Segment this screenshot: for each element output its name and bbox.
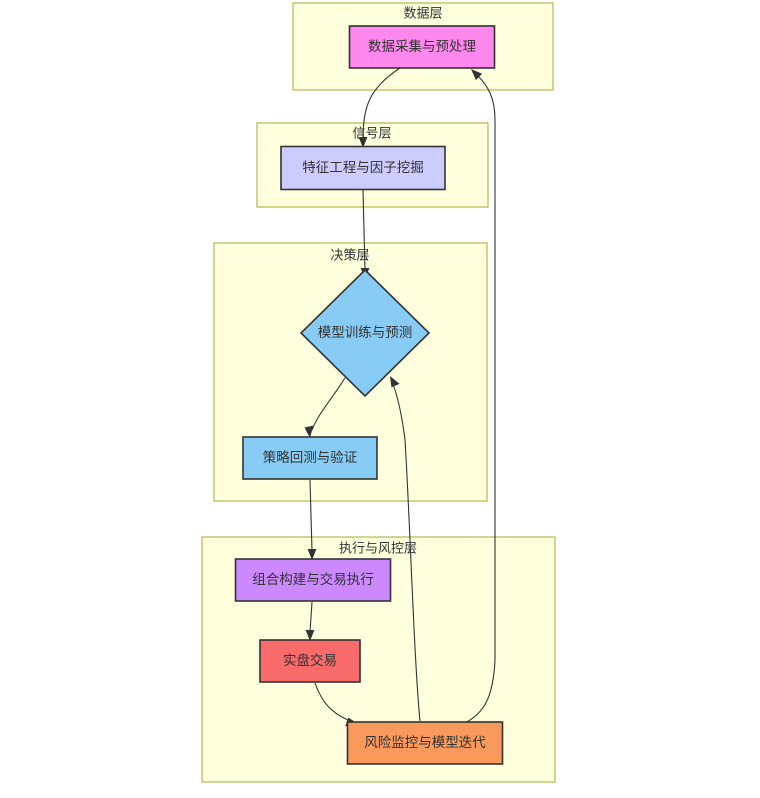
- node-data-collection[interactable]: 数据采集与预处理: [348, 25, 496, 69]
- cluster-execution-layer-label: 执行与风控层: [339, 540, 417, 555]
- edge-risk-monitoring-to-data-collection: [466, 69, 496, 723]
- node-strategy-backtest-shape[interactable]: [242, 436, 378, 480]
- node-feature-engineering-label: 特征工程与因子挖掘: [302, 160, 424, 175]
- node-risk-monitoring-shape[interactable]: [346, 721, 504, 765]
- edge-strategy-backtest-to-portfolio-execution: [307, 479, 317, 560]
- node-live-trading[interactable]: 实盘交易: [259, 639, 361, 683]
- node-risk-monitoring-label: 风险监控与模型迭代: [364, 735, 486, 750]
- edge-model-training-to-strategy-backtest: [304, 377, 346, 438]
- node-data-collection-label: 数据采集与预处理: [368, 39, 476, 54]
- node-model-training[interactable]: 模型训练与预测: [299, 268, 431, 398]
- cluster-data-layer-label: 数据层: [403, 5, 442, 20]
- node-live-trading-label: 实盘交易: [283, 652, 337, 668]
- edge-layer: [304, 67, 496, 727]
- node-portfolio-execution[interactable]: 组合构建与交易执行: [234, 558, 392, 602]
- node-portfolio-execution-shape[interactable]: [234, 558, 392, 602]
- edge-data-collection-to-feature-engineering: [358, 67, 401, 148]
- node-model-training-shape[interactable]: [299, 268, 431, 398]
- cluster-decision-layer-label: 决策层: [330, 247, 369, 262]
- node-model-training-label: 模型训练与预测: [318, 325, 413, 340]
- edge-portfolio-execution-to-live-trading: [305, 601, 315, 641]
- node-layer: 数据采集与预处理 特征工程与因子挖掘 模型训练与预测 策略回测与验证 组合构建与…: [234, 25, 504, 765]
- edge-risk-monitoring-to-model-training: [390, 376, 421, 722]
- node-data-collection-shape[interactable]: [348, 25, 496, 69]
- node-feature-engineering-shape[interactable]: [280, 145, 446, 191]
- node-strategy-backtest-label: 策略回测与验证: [263, 449, 358, 465]
- node-strategy-backtest[interactable]: 策略回测与验证: [242, 436, 378, 480]
- node-risk-monitoring[interactable]: 风险监控与模型迭代: [346, 721, 504, 765]
- node-portfolio-execution-label: 组合构建与交易执行: [252, 571, 374, 587]
- cluster-signal-layer-label: 信号层: [352, 125, 391, 140]
- node-live-trading-shape[interactable]: [259, 639, 361, 683]
- node-feature-engineering[interactable]: 特征工程与因子挖掘: [280, 145, 446, 191]
